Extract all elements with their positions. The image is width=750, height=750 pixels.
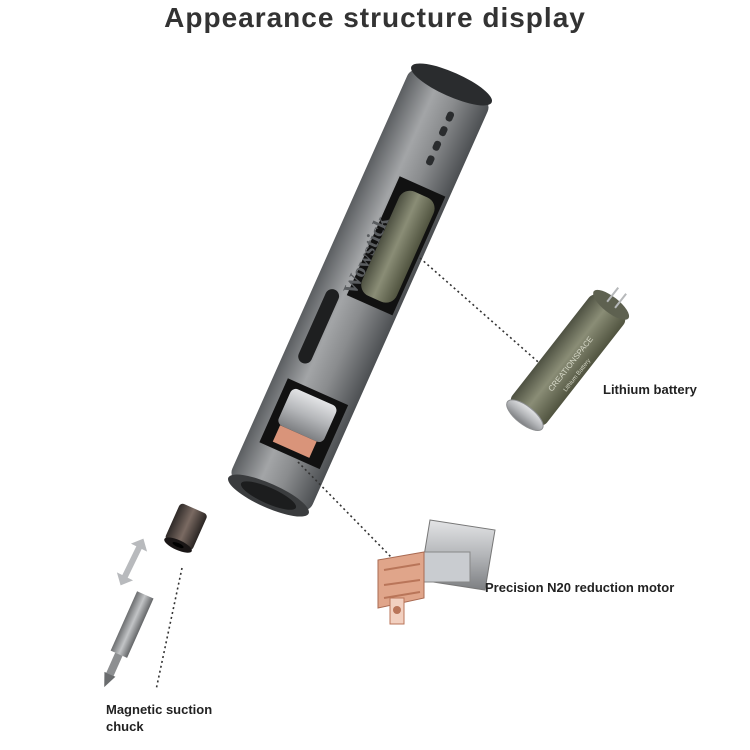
screwdriver-bit (104, 591, 154, 688)
power-button (298, 289, 340, 364)
motor-label: Precision N20 reduction motor (485, 580, 675, 595)
vent-holes (426, 111, 455, 166)
n20-motor (377, 519, 496, 625)
magnetic-chuck (164, 503, 207, 553)
battery-label: Lithium battery (603, 382, 697, 397)
lithium-battery (506, 286, 630, 431)
insert-arrow-icon (116, 538, 148, 586)
chuck-label-line2: chuck (106, 719, 144, 734)
leader-lines (155, 257, 546, 691)
page-title: Appearance structure display (164, 2, 586, 33)
screwdriver-body (227, 63, 493, 517)
chuck-label-line1: Magnetic suction (106, 702, 213, 717)
chuck-label: Magnetic suction chuck (106, 701, 266, 735)
